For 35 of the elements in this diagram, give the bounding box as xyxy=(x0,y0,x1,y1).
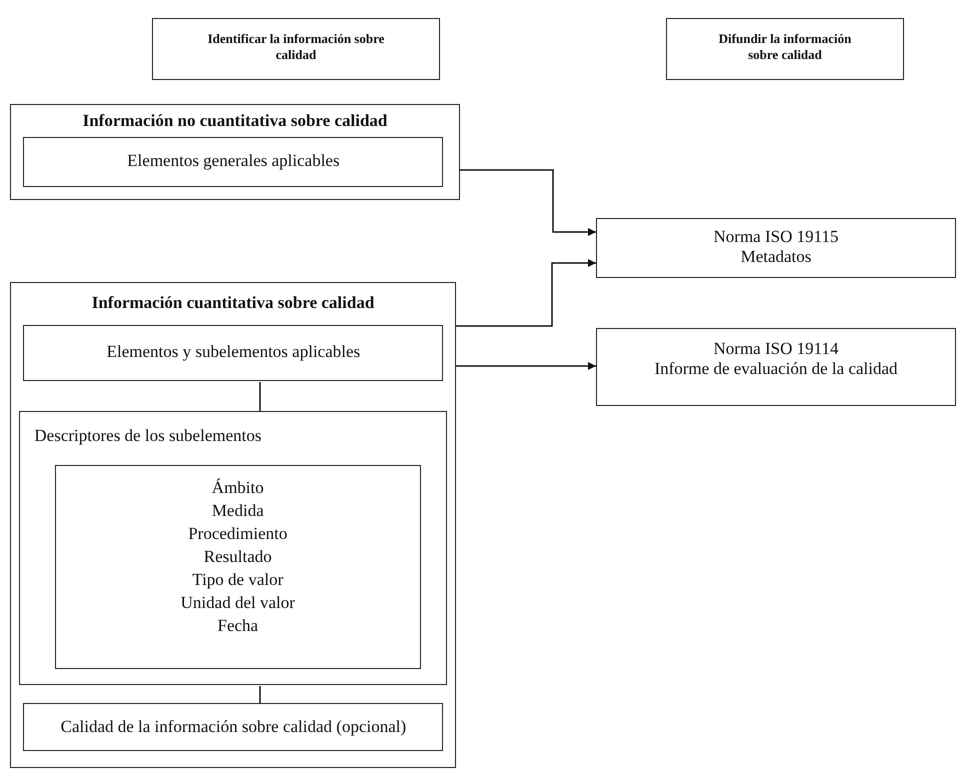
process-box xyxy=(23,137,444,188)
box-heading: Información cuantitativa sobre calidad xyxy=(90,293,376,313)
box-text: Elementos y subelementos aplicables xyxy=(106,342,362,362)
process-box xyxy=(10,104,460,200)
box-text: Norma ISO 19114 xyxy=(712,339,840,359)
connector-line xyxy=(259,686,261,704)
process-box xyxy=(596,328,956,406)
connector-line xyxy=(259,382,261,412)
arrow xyxy=(456,259,596,327)
process-box xyxy=(54,464,421,669)
box-heading: Difundir la información sobre calidad xyxy=(718,31,852,63)
process-box xyxy=(23,325,444,382)
box-text: Medida xyxy=(210,500,265,522)
box-text: Resultado xyxy=(202,546,273,568)
box-heading: Información no cuantitativa sobre calidad xyxy=(82,111,388,131)
process-box xyxy=(23,703,444,752)
box-heading: Identificar la información sobre calidad xyxy=(206,31,386,63)
process-box xyxy=(19,411,448,686)
box-text: Unidad del valor xyxy=(180,592,296,614)
box-text: Norma ISO 19115 xyxy=(712,227,840,247)
box-text: Metadatos xyxy=(740,247,812,267)
process-box xyxy=(10,282,456,768)
box-text: Tipo de valor xyxy=(191,568,284,591)
box-text: Procedimiento xyxy=(187,522,288,545)
box-text: Informe de evaluación de la calidad xyxy=(653,359,899,379)
arrow xyxy=(456,362,596,370)
arrow xyxy=(460,169,596,236)
process-box xyxy=(152,18,440,80)
box-text: Fecha xyxy=(216,614,260,637)
box-text: Ámbito xyxy=(210,476,265,499)
box-text: Descriptores de los subelementos xyxy=(34,426,262,446)
process-box xyxy=(666,18,904,80)
process-box xyxy=(596,218,956,278)
box-text: Calidad de la información sobre calidad (opcional) xyxy=(60,717,408,738)
box-text: Elementos generales aplicables xyxy=(126,151,341,172)
